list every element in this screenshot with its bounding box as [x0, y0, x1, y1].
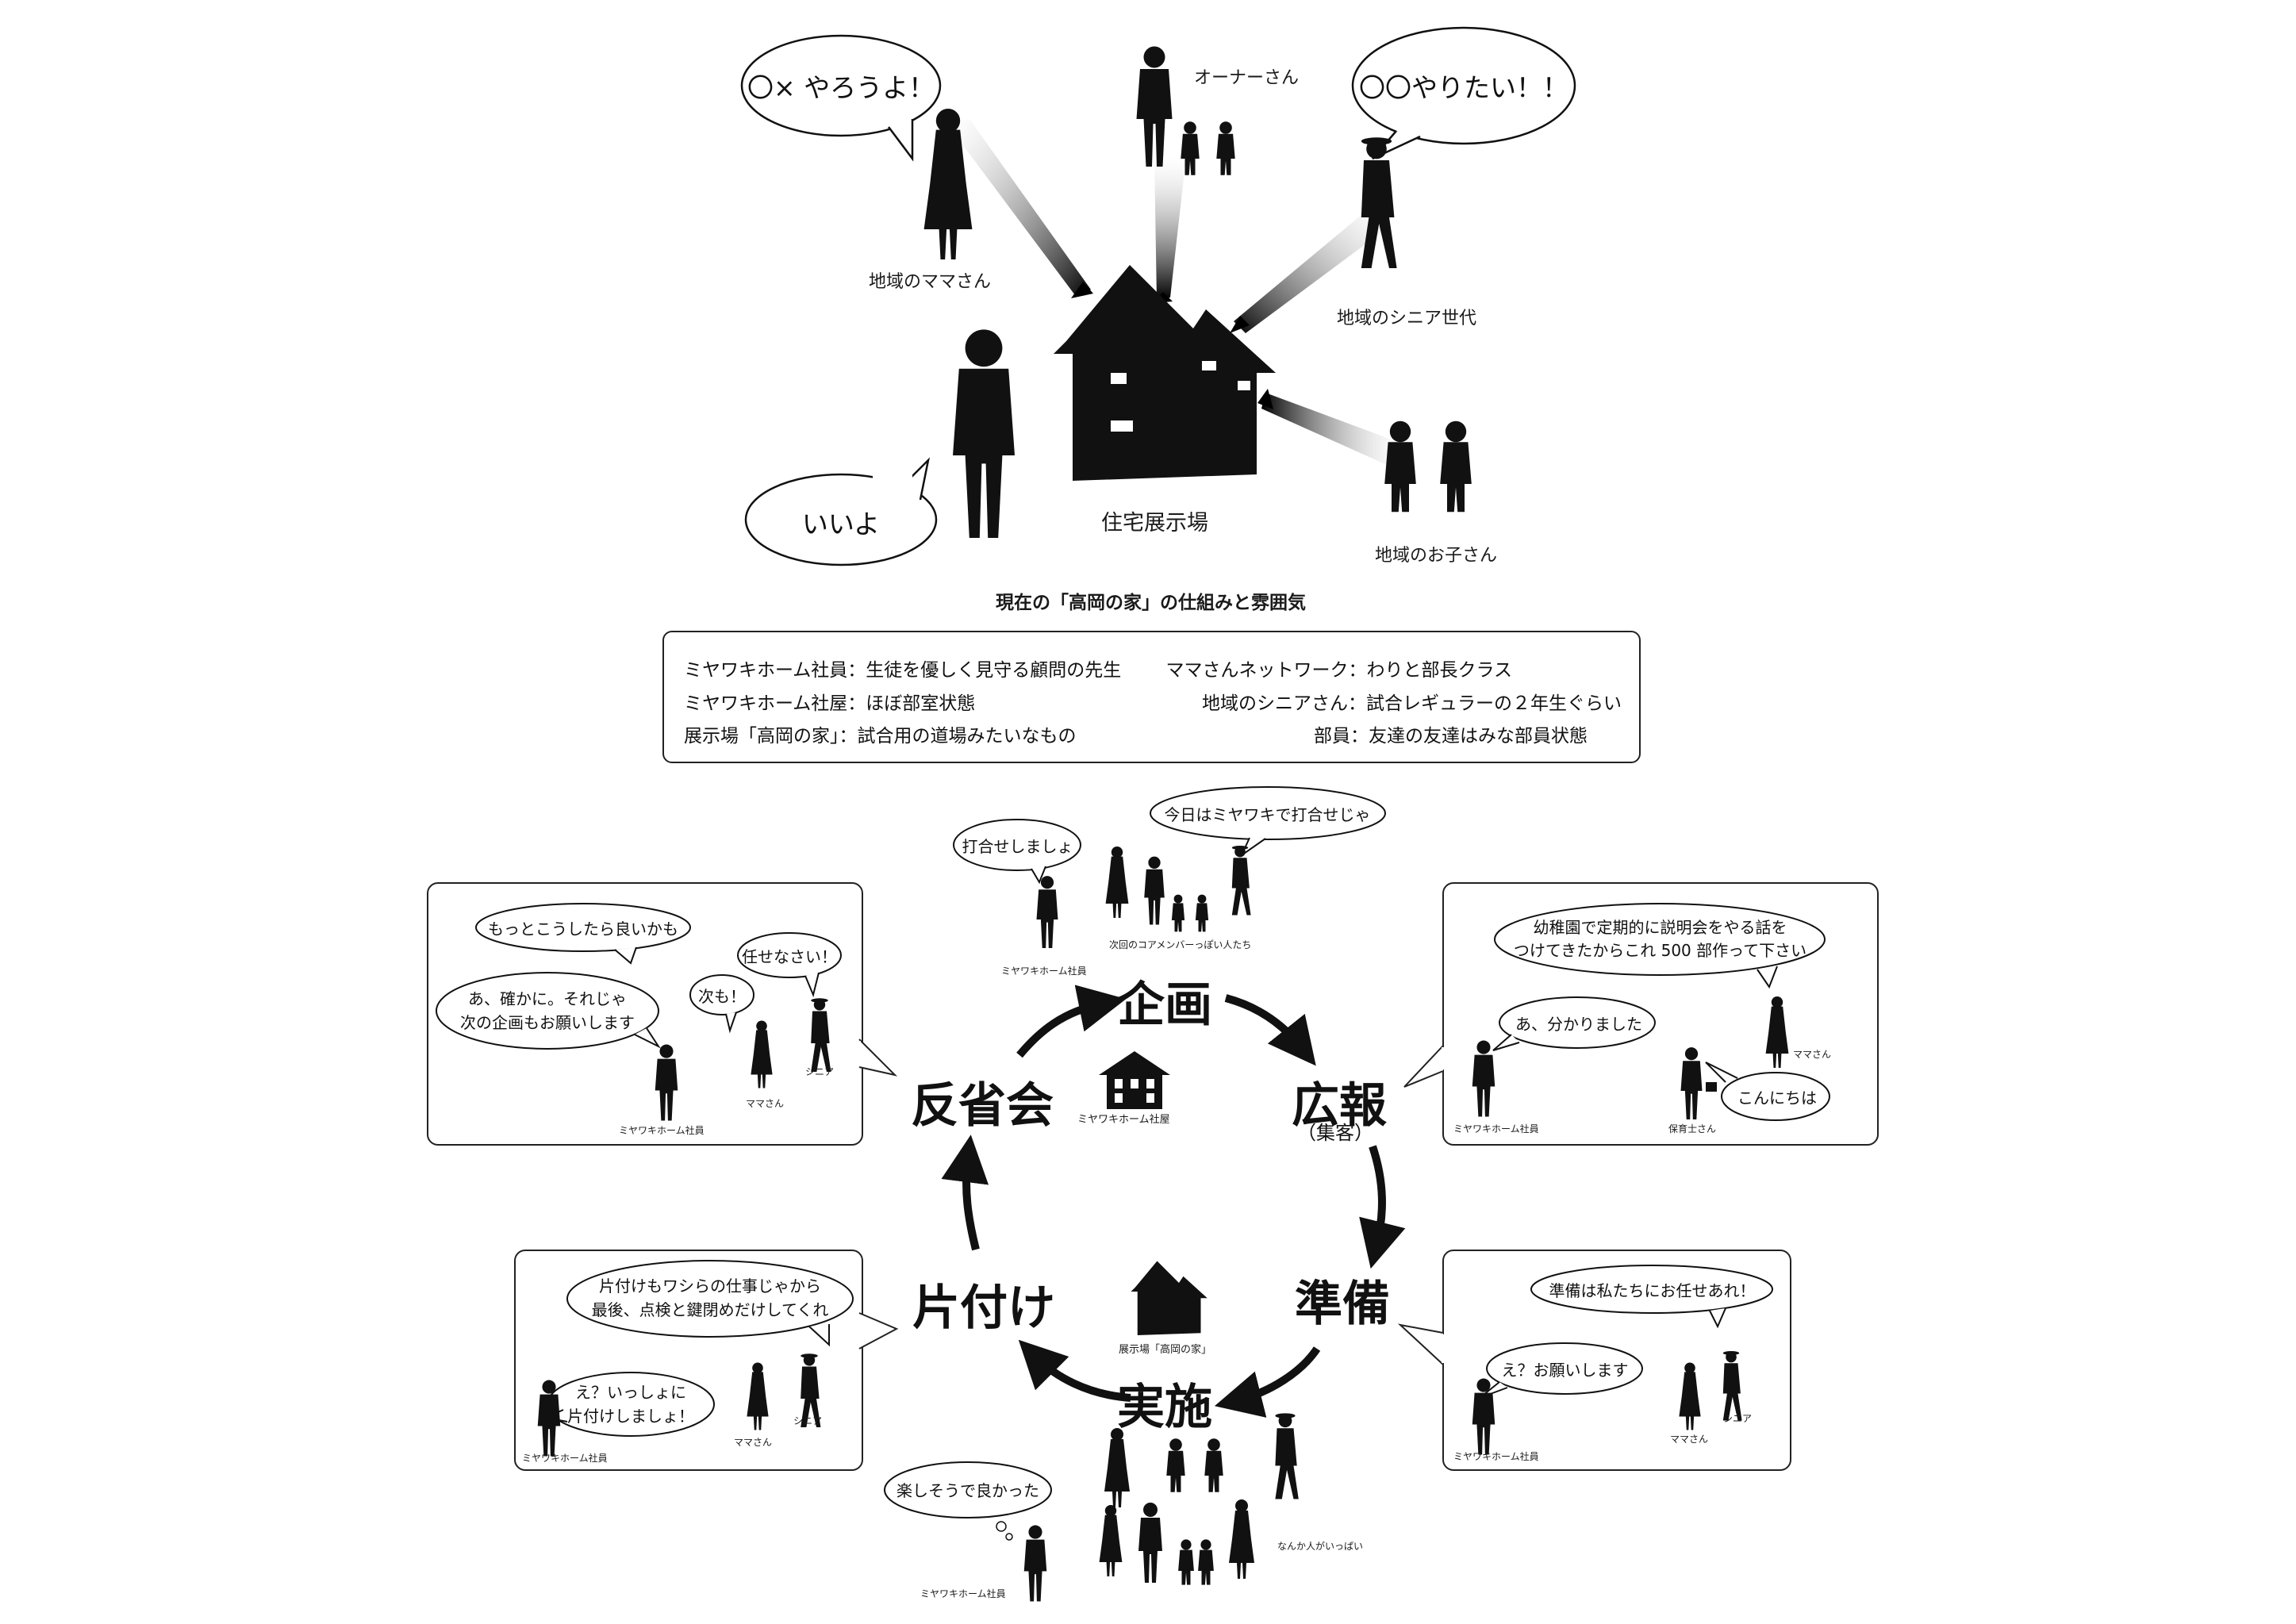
cleanup-bubble-2: え？いっしょに 片付けしましょ！: [567, 1383, 694, 1426]
bubble-senior-text: 〇〇やりたい！！: [1359, 71, 1568, 103]
stage-prep: 準備: [1295, 1277, 1390, 1332]
pr-label-staff: ミヤワキホーム社員: [1453, 1123, 1539, 1134]
arrow-exec-to-cleanup: [1018, 1339, 1131, 1402]
beam-mama: [948, 119, 1091, 295]
plan-label-staff: ミヤワキホーム社員: [1001, 966, 1087, 977]
plan-bubble-senior: 今日はミヤワキで打合せじゃ: [1164, 804, 1371, 824]
prep-bubble-2: え？お願いします: [1501, 1360, 1629, 1380]
top-caption: 現在の「高岡の家」の仕組みと雰囲気: [996, 593, 1306, 613]
label-showhouse: 展示場「高岡の家」: [1119, 1344, 1212, 1356]
arrow-plan-to-pr: [1224, 994, 1316, 1066]
figure-kids-top: [1384, 420, 1472, 513]
beam-senior: [1234, 202, 1384, 333]
bubble-staff-top: [744, 473, 938, 566]
panel-prep: 準備は私たちにお任せあれ！ え？お願いします ミヤワキホーム社員 ママさん シニ…: [1442, 1250, 1791, 1471]
stage-pr: 広報: [1292, 1078, 1387, 1134]
showhouse-icon: [1131, 1261, 1208, 1335]
label-house-top: 住宅展示場: [1101, 511, 1208, 536]
beam-owner: [1154, 157, 1186, 299]
review-bubble-1: もっとこうしたら良いかも: [488, 919, 678, 939]
pr-label-mama: ママさん: [1793, 1049, 1832, 1060]
review-label-staff: ミヤワキホーム社員: [619, 1125, 705, 1136]
label-senior-top: 地域のシニア世代: [1337, 309, 1477, 328]
arrow-prep-to-exec: [1214, 1346, 1321, 1418]
label-mama-top: 地域のママさん: [869, 272, 992, 292]
cleanup-bubble-1: 片付けもワシらの仕事じゃから 最後、点検と鍵閉めだけしてくれ: [591, 1277, 829, 1319]
prep-label-senior: シニア: [1723, 1413, 1753, 1424]
plan-label-group: 次回のコアメンバーっぽい人たち: [1109, 939, 1252, 950]
bubble-senior-top: [1351, 26, 1576, 145]
cleanup-label-senior: シニア: [793, 1415, 823, 1426]
plan-bubble-staff: 打合せしましょ: [962, 836, 1073, 856]
prep-label-staff: ミヤワキホーム社員: [1453, 1451, 1539, 1462]
prep-label-mama: ママさん: [1670, 1434, 1709, 1445]
cleanup-label-mama: ママさん: [734, 1437, 773, 1448]
bubble-mama-top: [740, 34, 942, 137]
legend-left-2: ミヤワキホーム社屋：ほぼ部室状態: [684, 693, 976, 714]
arrow-cleanup-to-review: [941, 1134, 989, 1251]
stage-pr-sub: （集客）: [1297, 1122, 1373, 1144]
panel-pr: 幼稚園で定期的に説明会をやる話を つけてきたからこれ 500 部作って下さい あ…: [1442, 882, 1879, 1146]
beam-kids: [1261, 393, 1404, 472]
exec-bubble-staff: 楽しそうで良かった: [897, 1480, 1039, 1500]
review-bubble-4: 次も！: [698, 986, 746, 1006]
review-label-senior: シニア: [805, 1066, 835, 1077]
arrow-review-to-plan: [1016, 985, 1127, 1058]
exec-label-staff: ミヤワキホーム社員: [920, 1588, 1006, 1599]
panel-review: もっとこうしたら良いかも 任せなさい！ あ、確かに。それじゃ 次の企画もお願いし…: [427, 882, 863, 1146]
legend-right-3: 部員：友達の友達はみな部員状態: [1314, 726, 1588, 747]
pr-bubble-3: こんにちは: [1737, 1088, 1817, 1108]
label-office: ミヤワキホーム社屋: [1077, 1114, 1170, 1126]
figure-senior-top: [1361, 137, 1397, 268]
review-bubble-2: 任せなさい！: [742, 946, 837, 966]
review-label-mama: ママさん: [746, 1098, 785, 1109]
panel-cleanup: 片付けもワシらの仕事じゃから 最後、点検と鍵閉めだけしてくれ え？いっしょに 片…: [514, 1250, 863, 1471]
legend-left-3: 展示場「高岡の家」：試合用の道場みたいなもの: [684, 726, 1077, 747]
exec-figures: [1023, 1413, 1299, 1602]
pr-label-teacher: 保育士さん: [1668, 1123, 1717, 1134]
stage-exec: 実施: [1117, 1380, 1212, 1435]
stage-cleanup: 片付け: [912, 1280, 1055, 1336]
stage-review: 反省会: [911, 1078, 1054, 1134]
label-kids-top: 地域のお子さん: [1375, 546, 1498, 566]
stage-plan: 企画: [1117, 977, 1212, 1033]
figure-staff-top: [953, 329, 1015, 538]
bubble-mama-text: 〇× やろうよ！: [747, 71, 935, 103]
prep-bubble-1: 準備は私たちにお任せあれ！: [1549, 1280, 1756, 1300]
pr-bubble-2: あ、分かりました: [1515, 1014, 1642, 1034]
review-bubble-3: あ、確かに。それじゃ 次の企画もお願いします: [460, 989, 635, 1032]
plan-figures: [1036, 845, 1251, 948]
legend-right-2: 地域のシニアさん：試合レギュラーの２年生ぐらい: [1202, 693, 1622, 714]
legend-box: ミヤワキホーム社員：生徒を優しく見守る顧問の先生 ミヤワキホーム社屋：ほぼ部室状…: [662, 631, 1641, 763]
arrow-pr-to-prep: [1359, 1145, 1406, 1269]
cleanup-label-staff: ミヤワキホーム社員: [522, 1453, 608, 1464]
legend-left-1: ミヤワキホーム社員：生徒を優しく見守る顧問の先生: [684, 660, 1122, 681]
legend-right-1: ママさんネットワーク：わりと部長クラス: [1165, 660, 1512, 681]
label-owner: オーナーさん: [1194, 68, 1300, 88]
pr-bubble-1: 幼稚園で定期的に説明会をやる話を つけてきたからこれ 500 部作って下さい: [1513, 918, 1807, 960]
bubble-staff-text: いいよ: [801, 508, 881, 539]
exec-label-crowd: なんか人がいっぱい: [1277, 1541, 1364, 1552]
